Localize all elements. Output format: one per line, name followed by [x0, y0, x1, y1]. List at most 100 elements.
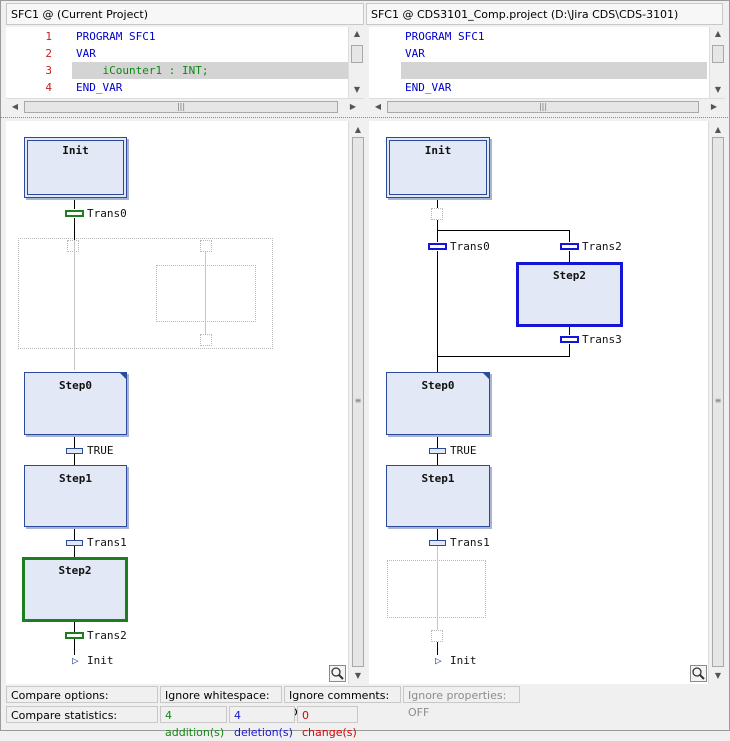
- connection-line: [569, 251, 570, 262]
- code-line: END_VAR: [76, 81, 123, 94]
- connection-line: [74, 198, 75, 209]
- jump-label: Init: [87, 654, 114, 667]
- magnifier-icon[interactable]: [329, 665, 346, 682]
- grip-icon: ≡: [354, 396, 362, 405]
- scroll-thumb[interactable]: [712, 45, 724, 63]
- scroll-up-arrow-icon[interactable]: ▲: [714, 125, 722, 134]
- scroll-thumb[interactable]: |||: [387, 101, 699, 113]
- code-line-added: iCounter1 : INT;: [76, 64, 209, 77]
- connection-line: [437, 435, 438, 449]
- sfc-step-init[interactable]: Init: [24, 137, 127, 198]
- sfc-transition-deleted[interactable]: [560, 243, 579, 250]
- left-code-vscrollbar[interactable]: ▲ ▼: [348, 27, 365, 98]
- left-code-hscrollbar[interactable]: ◀ ||| ▶: [6, 98, 364, 115]
- sfc-step[interactable]: Step0: [386, 372, 490, 435]
- jump-arrow-icon: ▷: [435, 654, 442, 667]
- transition-label: Trans0: [450, 240, 490, 253]
- scroll-thumb[interactable]: ≡: [352, 137, 364, 667]
- code-line: VAR: [405, 47, 425, 60]
- transition-label: Trans3: [582, 333, 622, 346]
- grip-icon: |||: [176, 102, 186, 111]
- scroll-thumb[interactable]: [351, 45, 363, 63]
- sfc-transition-added[interactable]: [65, 210, 84, 217]
- left-header: SFC1 @ (Current Project): [6, 3, 364, 25]
- magnifier-icon[interactable]: [690, 665, 707, 682]
- sfc-transition-deleted[interactable]: [560, 336, 579, 343]
- left-sfc-canvas[interactable]: Init Trans0 Step0 TRUE Step1 Trans1 Step…: [6, 121, 367, 684]
- scroll-left-arrow-icon[interactable]: ◀: [11, 102, 19, 111]
- scroll-up-arrow-icon[interactable]: ▲: [353, 29, 361, 38]
- transition-placeholder: [200, 240, 212, 252]
- right-sfc-canvas[interactable]: Init Trans0 Trans2 Step2 Trans3 Step0 TR…: [369, 121, 727, 684]
- connection-line: [437, 251, 438, 372]
- placeholder-line: [205, 252, 206, 334]
- scroll-thumb[interactable]: ≡: [712, 137, 724, 667]
- transition-placeholder: [431, 208, 443, 220]
- ignore-properties-toggle: Ignore properties: OFF: [403, 686, 520, 719]
- sfc-step-init[interactable]: Init: [386, 137, 490, 198]
- scroll-up-arrow-icon[interactable]: ▲: [354, 125, 362, 134]
- additions-count: 4 addition(s): [160, 706, 227, 739]
- sfc-transition-added[interactable]: [65, 632, 84, 639]
- line-number: 2: [45, 47, 52, 60]
- scroll-thumb[interactable]: |||: [24, 101, 338, 113]
- connection-line: [569, 230, 570, 242]
- transition-label: Trans2: [582, 240, 622, 253]
- deletions-count: 4 deletion(s): [229, 706, 295, 739]
- horizontal-splitter[interactable]: [0, 117, 728, 120]
- transition-placeholder: [431, 630, 443, 642]
- connection-line: [74, 622, 75, 632]
- ignore-whitespace-toggle[interactable]: Ignore whitespace: OFF: [160, 686, 282, 719]
- line-number: 3: [45, 64, 52, 77]
- connection-line: [74, 435, 75, 449]
- connection-line: [437, 220, 438, 242]
- scroll-down-arrow-icon[interactable]: ▼: [714, 85, 722, 94]
- right-code-hscrollbar[interactable]: ◀ ||| ▶: [369, 98, 725, 115]
- line-number: 4: [45, 81, 52, 94]
- scroll-down-arrow-icon[interactable]: ▼: [714, 671, 722, 680]
- action-marker-icon: [482, 372, 490, 380]
- scroll-down-arrow-icon[interactable]: ▼: [354, 671, 362, 680]
- connection-line: [74, 546, 75, 558]
- connection-line: [569, 344, 570, 357]
- right-canvas-vscrollbar[interactable]: ▲ ≡ ▼: [708, 121, 727, 684]
- scroll-up-arrow-icon[interactable]: ▲: [714, 29, 722, 38]
- scroll-down-arrow-icon[interactable]: ▼: [353, 85, 361, 94]
- sfc-transition[interactable]: [429, 540, 446, 546]
- right-code-editor[interactable]: PROGRAM SFC1 VAR END_VAR ▲ ▼: [369, 27, 726, 98]
- sfc-step-deleted[interactable]: Step2: [516, 262, 623, 327]
- transition-placeholder: [200, 334, 212, 346]
- right-code-vscrollbar[interactable]: ▲ ▼: [709, 27, 726, 98]
- branch-line: [437, 230, 570, 231]
- changes-count: 0 change(s): [297, 706, 358, 739]
- sfc-step[interactable]: Step0: [24, 372, 127, 435]
- connection-line: [74, 218, 75, 240]
- connection-line: [437, 642, 438, 655]
- sfc-transition[interactable]: [429, 448, 446, 454]
- code-line: PROGRAM SFC1: [405, 30, 485, 43]
- transition-placeholder: [67, 240, 79, 252]
- connection-line: [569, 326, 570, 335]
- right-header: SFC1 @ CDS3101_Comp.project (D:\Jira CDS…: [366, 3, 723, 25]
- scroll-left-arrow-icon[interactable]: ◀: [374, 102, 382, 111]
- sfc-transition[interactable]: [66, 540, 83, 546]
- transition-label: TRUE: [450, 444, 477, 457]
- connection-line: [437, 454, 438, 467]
- inserted-line-highlight: [72, 62, 348, 79]
- sfc-step[interactable]: Step1: [24, 465, 127, 527]
- ignore-comments-toggle[interactable]: Ignore comments: OFF: [284, 686, 401, 719]
- scroll-right-arrow-icon[interactable]: ▶: [710, 102, 718, 111]
- left-canvas-vscrollbar[interactable]: ▲ ≡ ▼: [348, 121, 367, 684]
- sfc-transition[interactable]: [66, 448, 83, 454]
- connection-line: [74, 454, 75, 467]
- compare-options-label: Compare options:: [6, 686, 158, 703]
- scroll-right-arrow-icon[interactable]: ▶: [349, 102, 357, 111]
- sfc-step[interactable]: Step1: [386, 465, 490, 527]
- action-marker-icon: [119, 372, 127, 380]
- left-code-editor[interactable]: 1 2 3 4 PROGRAM SFC1 VAR iCounter1 : INT…: [6, 27, 365, 98]
- connection-line: [437, 546, 438, 630]
- sfc-transition-deleted[interactable]: [428, 243, 447, 250]
- sfc-step-added[interactable]: Step2: [22, 557, 128, 622]
- code-line: VAR: [76, 47, 96, 60]
- code-line: PROGRAM SFC1: [76, 30, 156, 43]
